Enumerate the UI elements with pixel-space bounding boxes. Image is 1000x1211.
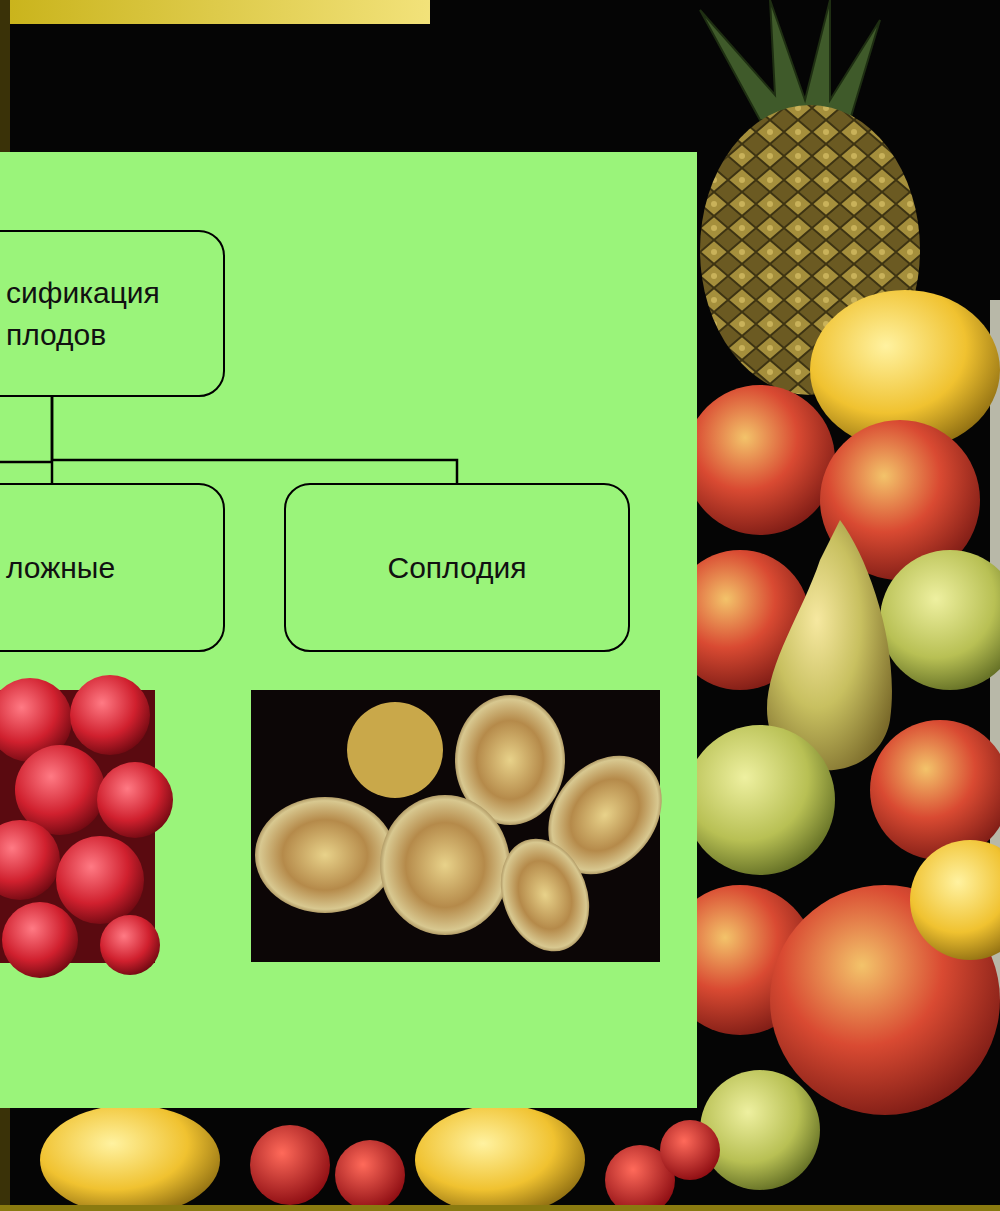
box-label: сификация плодов <box>6 272 211 356</box>
branch-line <box>0 461 52 464</box>
box-label: ложные <box>6 547 115 589</box>
box-label: Соплодия <box>388 547 527 589</box>
category-box: Соплодия <box>284 483 630 652</box>
category-box: ложные <box>0 483 225 652</box>
raspberries <box>0 675 173 978</box>
tree-connector <box>52 397 457 483</box>
category-box: сификация плодов <box>0 230 225 397</box>
figs <box>255 695 685 964</box>
